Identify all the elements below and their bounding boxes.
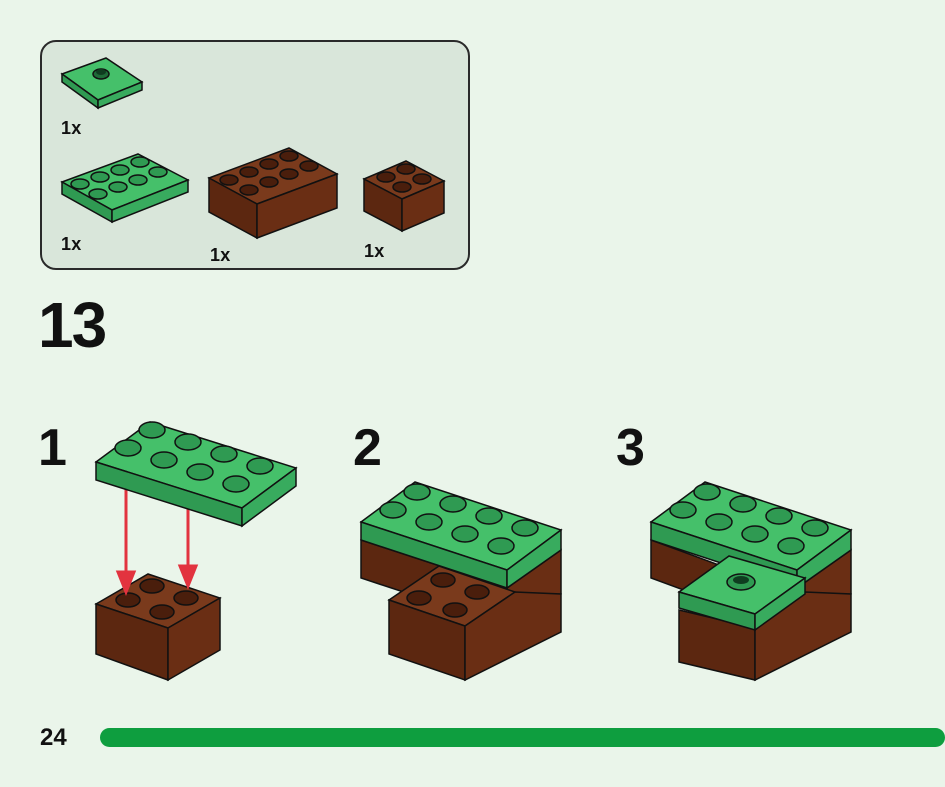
part-brown-brick-2x4-icon	[207, 147, 339, 240]
substep-3-illustration	[649, 481, 853, 682]
part-green-tile-icon	[60, 57, 144, 110]
substep-number-2: 2	[353, 419, 382, 477]
part-quantity-2: 1x	[61, 234, 82, 254]
part-brown-brick-2x2-icon	[362, 160, 446, 233]
substep-number-1: 1	[38, 419, 67, 477]
part-green-plate-icon	[60, 153, 190, 224]
progress-bar	[100, 728, 945, 747]
part-quantity-4: 1x	[364, 241, 385, 261]
step-number: 13	[38, 289, 107, 361]
substep-1-illustration	[94, 421, 298, 682]
page-number: 24	[40, 724, 67, 751]
part-quantity-3: 1x	[210, 245, 231, 265]
part-quantity-1: 1x	[61, 118, 82, 138]
substep-number-3: 3	[616, 419, 645, 477]
substep-2-illustration	[359, 481, 563, 682]
